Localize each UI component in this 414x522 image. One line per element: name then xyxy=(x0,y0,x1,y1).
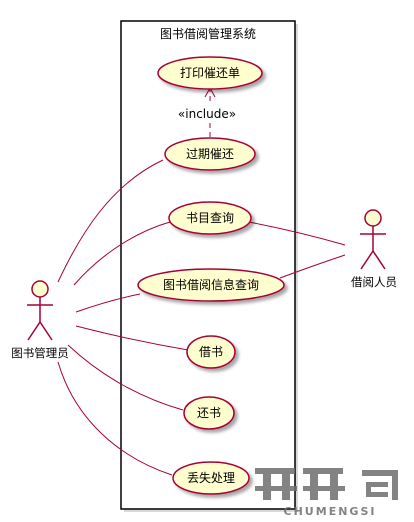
watermark-logo: CHUMENGSI xyxy=(255,468,398,518)
actor-figure-icon xyxy=(27,280,53,341)
actor-label: 图书管理员 xyxy=(11,346,69,360)
use-case-label: 打印催还单 xyxy=(180,66,240,80)
use-case-shape xyxy=(164,137,256,171)
association-lines xyxy=(57,159,346,476)
use-case-label: 还书 xyxy=(197,406,221,420)
assoc-librarian-infoquery xyxy=(75,293,141,313)
use-case-catalog-query[interactable]: 书目查询 xyxy=(168,201,252,235)
assoc-infoquery-borrower xyxy=(279,254,346,279)
assoc-librarian-return xyxy=(67,344,184,411)
actor-librarian[interactable]: 图书管理员 xyxy=(11,280,69,360)
use-case-print-reminder[interactable]: 打印催还单 xyxy=(157,56,263,90)
include-label: «include» xyxy=(178,107,236,121)
use-case-label: 丢失处理 xyxy=(187,470,235,485)
assoc-librarian-borrow xyxy=(75,325,189,351)
use-case-label: 借书 xyxy=(199,345,223,359)
include-label-bg xyxy=(168,105,246,122)
assoc-librarian-overdue xyxy=(57,159,164,283)
use-case-shape xyxy=(157,56,263,90)
use-case-shape xyxy=(168,201,252,235)
use-case-shape xyxy=(137,268,285,302)
assoc-catalog-borrower xyxy=(248,221,346,246)
use-case-overdue-reminder[interactable]: 过期催还 xyxy=(164,137,256,171)
actor-label: 借阅人员 xyxy=(351,275,397,289)
use-case-return[interactable]: 还书 xyxy=(183,396,235,430)
actor-figure-icon xyxy=(360,209,386,270)
assoc-librarian-loss xyxy=(57,361,173,476)
use-case-label: 书目查询 xyxy=(186,211,234,225)
watermark-glyph-icon xyxy=(255,468,398,500)
include-dependency: «include» xyxy=(168,86,246,137)
actor-borrower[interactable]: 借阅人员 xyxy=(351,209,397,289)
system-boundary xyxy=(120,20,296,510)
use-case-info-query[interactable]: 图书借阅信息查询 xyxy=(137,268,285,302)
use-case-shape xyxy=(172,461,250,495)
use-case-loss-handling[interactable]: 丢失处理 xyxy=(172,461,250,495)
use-case-borrow[interactable]: 借书 xyxy=(186,335,236,369)
system-title: 图书借阅管理系统 xyxy=(160,26,256,41)
use-case-label: 过期催还 xyxy=(186,147,234,161)
assoc-librarian-catalog xyxy=(73,221,171,286)
watermark-text: CHUMENGSI xyxy=(284,505,377,518)
use-case-shape xyxy=(183,396,235,430)
use-case-label: 图书借阅信息查询 xyxy=(163,277,259,292)
use-case-shape xyxy=(186,335,236,369)
